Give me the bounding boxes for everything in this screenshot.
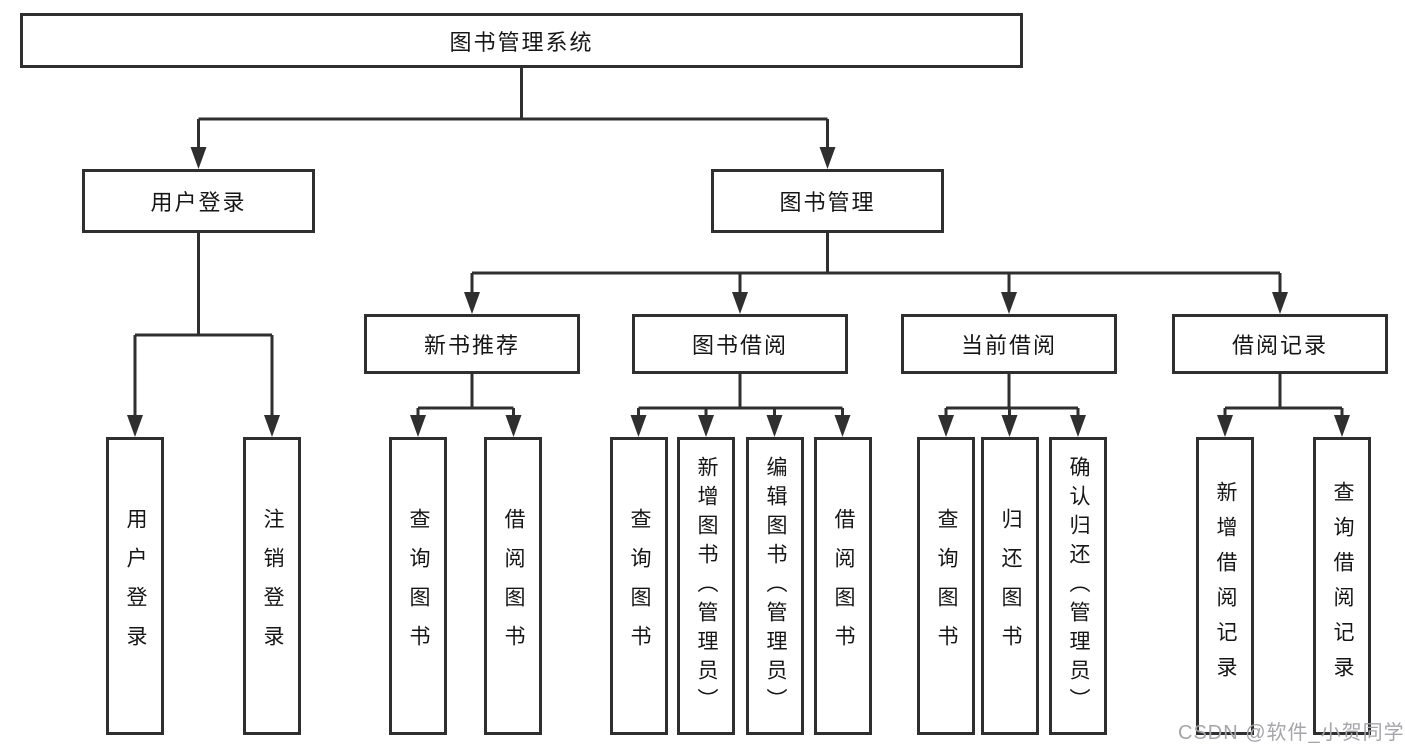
leaf-query-books-recommend: 查询图书: [389, 437, 447, 735]
leaf-label: 新增借阅记录: [1214, 481, 1238, 691]
leaf-label: 新增图书（管理员）: [695, 455, 719, 717]
leaf-query-books-borrowing: 查询图书: [610, 437, 668, 735]
leaf-query-books-current: 查询图书: [917, 437, 975, 735]
node-borrowing-records: 借阅记录: [1172, 314, 1388, 374]
leaf-label: 借阅图书: [832, 508, 856, 664]
node-book-management: 图书管理: [711, 169, 944, 233]
leaf-edit-book-admin: 编辑图书（管理员）: [746, 437, 804, 735]
leaf-add-borrow-record: 新增借阅记录: [1196, 437, 1254, 735]
node-user-login: 用户登录: [82, 169, 315, 233]
leaf-query-borrow-record: 查询借阅记录: [1313, 437, 1371, 735]
leaf-label: 查询图书: [628, 508, 652, 664]
leaf-borrow-books-borrowing: 借阅图书: [814, 437, 872, 735]
watermark: CSDN @软件_小贺同学: [1178, 722, 1405, 744]
leaf-label: 确认归还（管理员）: [1067, 455, 1091, 717]
node-new-book-recommendation: 新书推荐: [364, 314, 580, 374]
leaf-label: 借阅图书: [502, 508, 526, 664]
leaf-borrow-books-recommend: 借阅图书: [484, 437, 542, 735]
leaf-label: 注销登录: [261, 508, 285, 664]
leaf-label: 查询图书: [407, 508, 431, 664]
leaf-label: 用户登录: [124, 508, 148, 664]
leaf-label: 查询图书: [935, 508, 959, 664]
node-current-borrowing: 当前借阅: [901, 314, 1117, 374]
leaf-return-books: 归还图书: [981, 437, 1039, 735]
leaf-user-login: 用户登录: [106, 437, 164, 735]
node-library-system: 图书管理系统: [20, 13, 1023, 68]
leaf-label: 编辑图书（管理员）: [764, 455, 788, 717]
leaf-label: 查询借阅记录: [1331, 481, 1355, 691]
leaf-logout-login: 注销登录: [243, 437, 301, 735]
arrowheads: [127, 147, 1350, 437]
leaf-confirm-return-admin: 确认归还（管理员）: [1049, 437, 1107, 735]
leaf-label: 归还图书: [999, 508, 1023, 664]
node-book-borrowing: 图书借阅: [632, 314, 848, 374]
leaf-add-book-admin: 新增图书（管理员）: [677, 437, 735, 735]
